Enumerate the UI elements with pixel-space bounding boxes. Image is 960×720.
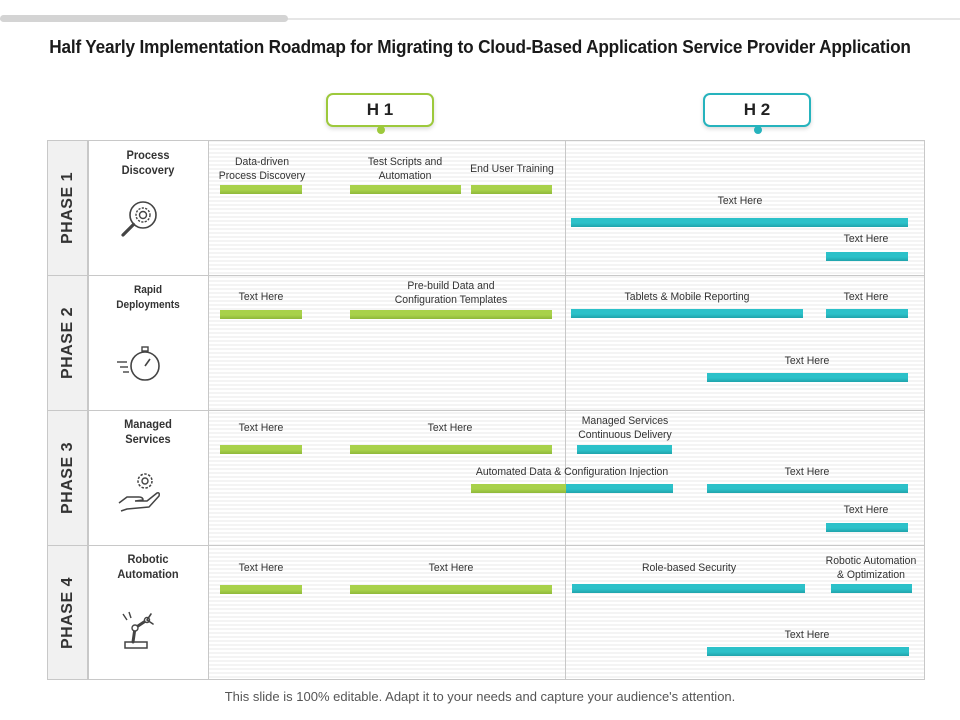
half-h1-label: H 1 <box>326 93 434 127</box>
hand-gear-icon <box>118 473 160 512</box>
task-label: Text Here <box>843 233 889 245</box>
half-h1-marker <box>377 126 385 134</box>
robot-arm-icon <box>122 611 154 649</box>
task-label: Pre-build Data and Configuration Templat… <box>394 280 508 306</box>
task-label: Automated Data & Configuration Injection <box>475 466 669 478</box>
column-divider <box>88 140 89 680</box>
task-label: Text Here <box>784 466 830 478</box>
phase-1-label: PHASE 1 <box>58 172 76 244</box>
stopwatch-icon <box>117 346 160 381</box>
category-process-discovery: Process Discovery <box>121 148 175 177</box>
task-label: Tablets & Mobile Reporting <box>624 291 750 303</box>
task-label: End User Training <box>470 163 554 175</box>
half-h2-marker <box>754 126 762 134</box>
phase-2-label: PHASE 2 <box>58 307 76 379</box>
column-divider <box>208 140 209 680</box>
task-label: Managed Services Continuous Delivery <box>578 415 672 441</box>
task-bar <box>707 484 908 493</box>
category-managed-services: Managed Services <box>124 417 172 446</box>
phase-1-column: PHASE 1 <box>47 140 88 276</box>
category-rapid-deployments: Rapid Deployments <box>116 284 180 311</box>
phase-3-column: PHASE 3 <box>47 410 88 546</box>
task-bar <box>831 584 912 593</box>
task-bar <box>350 310 552 319</box>
task-label: Test Scripts and Automation <box>367 156 443 182</box>
top-progress-track <box>0 18 960 20</box>
task-label: Robotic Automation & Optimization <box>825 555 917 581</box>
phase-2-column: PHASE 2 <box>47 275 88 411</box>
top-progress-fill <box>0 15 288 22</box>
phase-3-label: PHASE 3 <box>58 442 76 514</box>
task-bar <box>826 252 908 261</box>
task-bar <box>571 218 908 227</box>
task-label: Text Here <box>427 422 473 434</box>
task-label: Text Here <box>428 562 474 574</box>
row-divider <box>47 545 925 546</box>
phase-4-column: PHASE 4 <box>47 545 88 680</box>
magnifier-gear-icon <box>121 201 157 237</box>
task-bar <box>350 445 552 454</box>
half-h2-label: H 2 <box>703 93 811 127</box>
task-bar <box>220 185 302 194</box>
task-label: Text Here <box>238 562 284 574</box>
task-label: Data-driven Process Discovery <box>218 156 306 182</box>
task-bar <box>220 585 302 594</box>
row-divider <box>47 275 925 276</box>
task-bar <box>707 647 909 656</box>
task-bar <box>350 185 461 194</box>
task-label: Text Here <box>238 422 284 434</box>
task-bar <box>826 523 908 532</box>
task-label: Text Here <box>843 504 889 516</box>
task-bar <box>471 185 552 194</box>
footer-note: This slide is 100% editable. Adapt it to… <box>224 689 736 704</box>
task-label: Text Here <box>717 195 763 207</box>
task-bar <box>572 584 805 593</box>
task-label: Text Here <box>843 291 889 303</box>
task-bar <box>566 484 673 493</box>
task-label: Text Here <box>784 629 830 641</box>
task-bar <box>826 309 908 318</box>
page-title: Half Yearly Implementation Roadmap for M… <box>49 36 911 57</box>
task-label: Text Here <box>784 355 830 367</box>
task-bar <box>350 585 552 594</box>
task-bar <box>471 484 566 493</box>
row-divider <box>47 410 925 411</box>
half-divider <box>565 140 566 680</box>
task-label: Text Here <box>238 291 284 303</box>
task-bar <box>571 309 803 318</box>
task-bar <box>707 373 908 382</box>
task-label: Role-based Security <box>641 562 737 574</box>
task-bar <box>220 310 302 319</box>
phase-4-label: PHASE 4 <box>58 576 76 649</box>
task-bar <box>220 445 302 454</box>
task-bar <box>577 445 672 454</box>
category-robotic-automation: Robotic Automation <box>117 552 179 581</box>
